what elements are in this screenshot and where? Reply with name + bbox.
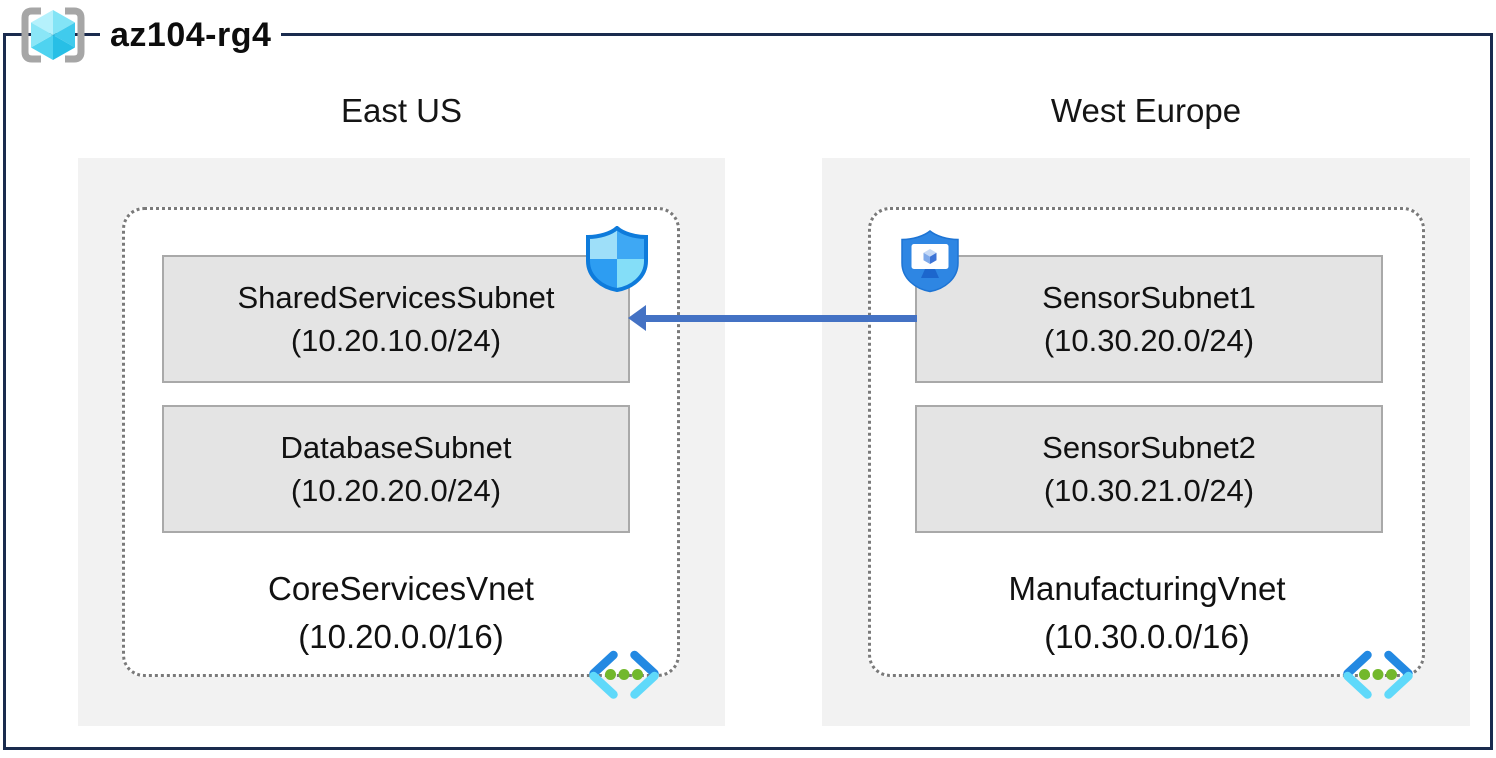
peering-arrow-line xyxy=(643,315,917,322)
resource-group-icon xyxy=(21,7,85,63)
subnet-cidr: (10.30.20.0/24) xyxy=(1043,323,1255,358)
region-heading-west-europe: West Europe xyxy=(1050,92,1242,129)
subnet-name: SensorSubnet2 xyxy=(1042,430,1256,465)
peering-arrow-head-icon xyxy=(628,305,646,331)
region-heading-east-us: East US xyxy=(340,92,463,129)
virtual-network-icon xyxy=(589,650,659,699)
subnet-name: SharedServicesSubnet xyxy=(237,280,555,315)
subnet-name: DatabaseSubnet xyxy=(280,430,512,465)
subnet-box-sensor1: SensorSubnet1 (10.30.20.0/24) xyxy=(915,255,1383,383)
subnet-cidr: (10.30.21.0/24) xyxy=(1043,473,1255,508)
vnet-cidr: (10.30.0.0/16) xyxy=(1044,618,1250,655)
virtual-network-icon xyxy=(1343,650,1413,699)
subnet-box-database: DatabaseSubnet (10.20.20.0/24) xyxy=(162,405,630,533)
resource-group-title: az104-rg4 xyxy=(20,6,282,64)
application-security-group-icon xyxy=(901,230,959,293)
vnet-label-manufacturing: ManufacturingVnet (10.30.0.0/16) xyxy=(868,565,1426,661)
subnet-cidr: (10.20.10.0/24) xyxy=(290,323,502,358)
subnet-box-sensor2: SensorSubnet2 (10.30.21.0/24) xyxy=(915,405,1383,533)
security-shield-icon xyxy=(586,226,648,292)
subnet-name: SensorSubnet1 xyxy=(1042,280,1256,315)
subnet-cidr: (10.20.20.0/24) xyxy=(290,473,502,508)
vnet-cidr: (10.20.0.0/16) xyxy=(298,618,504,655)
resource-group-name: az104-rg4 xyxy=(100,13,282,57)
vnet-name: CoreServicesVnet xyxy=(268,570,534,607)
vnet-label-coreservices: CoreServicesVnet (10.20.0.0/16) xyxy=(122,565,680,661)
vnet-name: ManufacturingVnet xyxy=(1008,570,1286,607)
resource-group-border xyxy=(3,33,1493,750)
subnet-box-sharedservices: SharedServicesSubnet (10.20.10.0/24) xyxy=(162,255,630,383)
